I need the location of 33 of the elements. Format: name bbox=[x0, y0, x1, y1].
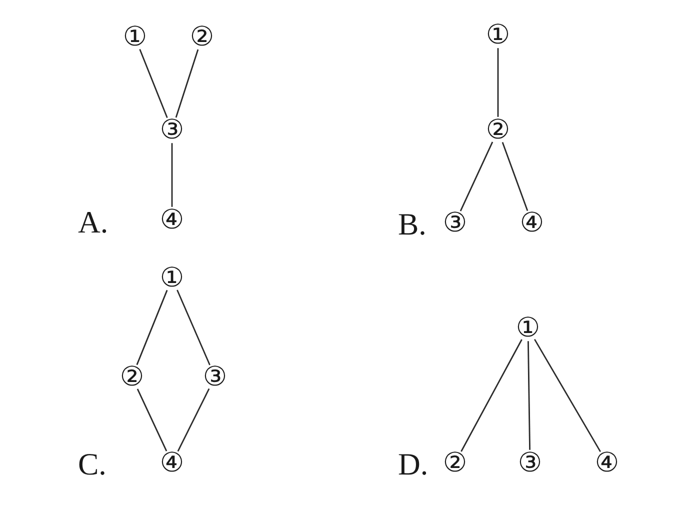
circled-number: ① bbox=[486, 22, 510, 48]
connector-line bbox=[534, 338, 601, 452]
circled-number: ③ bbox=[442, 210, 468, 236]
circled-number: ② bbox=[442, 450, 468, 476]
connector-line bbox=[460, 142, 494, 212]
circled-number: ① bbox=[516, 314, 540, 342]
connector-line bbox=[175, 49, 199, 118]
connector-line bbox=[136, 388, 168, 452]
option-letter: C. bbox=[78, 448, 106, 480]
connector-line bbox=[460, 339, 522, 452]
circled-number: ④ bbox=[160, 206, 184, 234]
connector-line bbox=[502, 142, 528, 211]
circled-number: ④ bbox=[594, 450, 620, 476]
option-letter: B. bbox=[398, 208, 426, 240]
option-letter: D. bbox=[398, 448, 428, 480]
circled-number: ④ bbox=[160, 450, 184, 476]
connector-line bbox=[177, 388, 210, 452]
option-letter: A. bbox=[78, 206, 108, 238]
connector-line bbox=[176, 290, 210, 366]
connector-line bbox=[171, 143, 173, 207]
circled-number: ④ bbox=[520, 210, 544, 236]
connector-line bbox=[497, 48, 499, 117]
connector-line bbox=[136, 290, 168, 366]
circled-number: ③ bbox=[518, 450, 542, 476]
circled-number: ③ bbox=[202, 364, 228, 390]
circled-number: ② bbox=[120, 364, 144, 390]
connector-line bbox=[139, 48, 168, 118]
circled-number: ② bbox=[486, 116, 510, 144]
circled-number: ② bbox=[190, 24, 214, 50]
circled-number: ③ bbox=[160, 116, 184, 144]
connector-line bbox=[528, 341, 530, 450]
circled-number: ① bbox=[160, 264, 184, 292]
circled-number: ① bbox=[122, 24, 148, 50]
